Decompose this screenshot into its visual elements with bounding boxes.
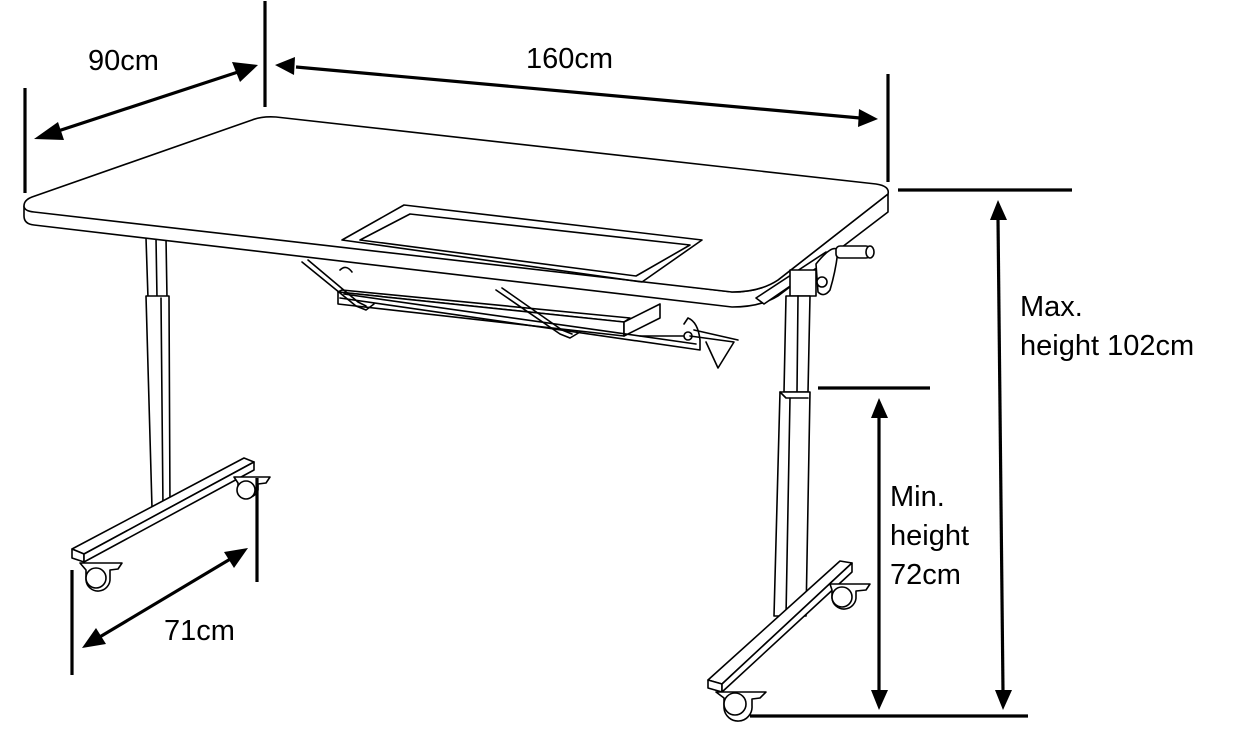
max-height-label-line1: Max. [1020, 291, 1083, 323]
right-leg [773, 295, 811, 617]
tabletop [23, 116, 890, 308]
min-height-label-line3: 72cm [890, 559, 961, 591]
min-height-dimension [750, 386, 1028, 718]
depth-label: 90cm [88, 45, 159, 77]
castor-right-back [829, 583, 871, 610]
max-height-label-line2: height 102cm [1020, 330, 1195, 362]
min-height-label-line1: Min. [890, 481, 945, 513]
base-length-label: 71cm [164, 615, 235, 647]
wire-rack [301, 259, 701, 351]
width-dimension [275, 57, 890, 182]
min-height-label-line2: height [890, 520, 970, 552]
insert-opening [341, 204, 703, 283]
base-length-dimension [70, 478, 259, 675]
width-label: 160cm [526, 43, 614, 75]
right-foot-bar [707, 560, 853, 693]
castor-left-front [79, 562, 123, 592]
crank-handle [639, 329, 739, 369]
max-height-dimension [898, 188, 1072, 710]
height-adjust-knob [755, 245, 875, 305]
left-leg [145, 237, 171, 509]
depth-dimension [23, 1, 267, 193]
castor-right-front [715, 691, 767, 722]
castor-left-back [233, 476, 271, 500]
min-height-label: Min. height 72cm [890, 478, 969, 595]
max-height-label: Max. height 102cm [1020, 288, 1194, 366]
left-foot-bar [71, 457, 255, 563]
under-shelf [337, 289, 661, 337]
